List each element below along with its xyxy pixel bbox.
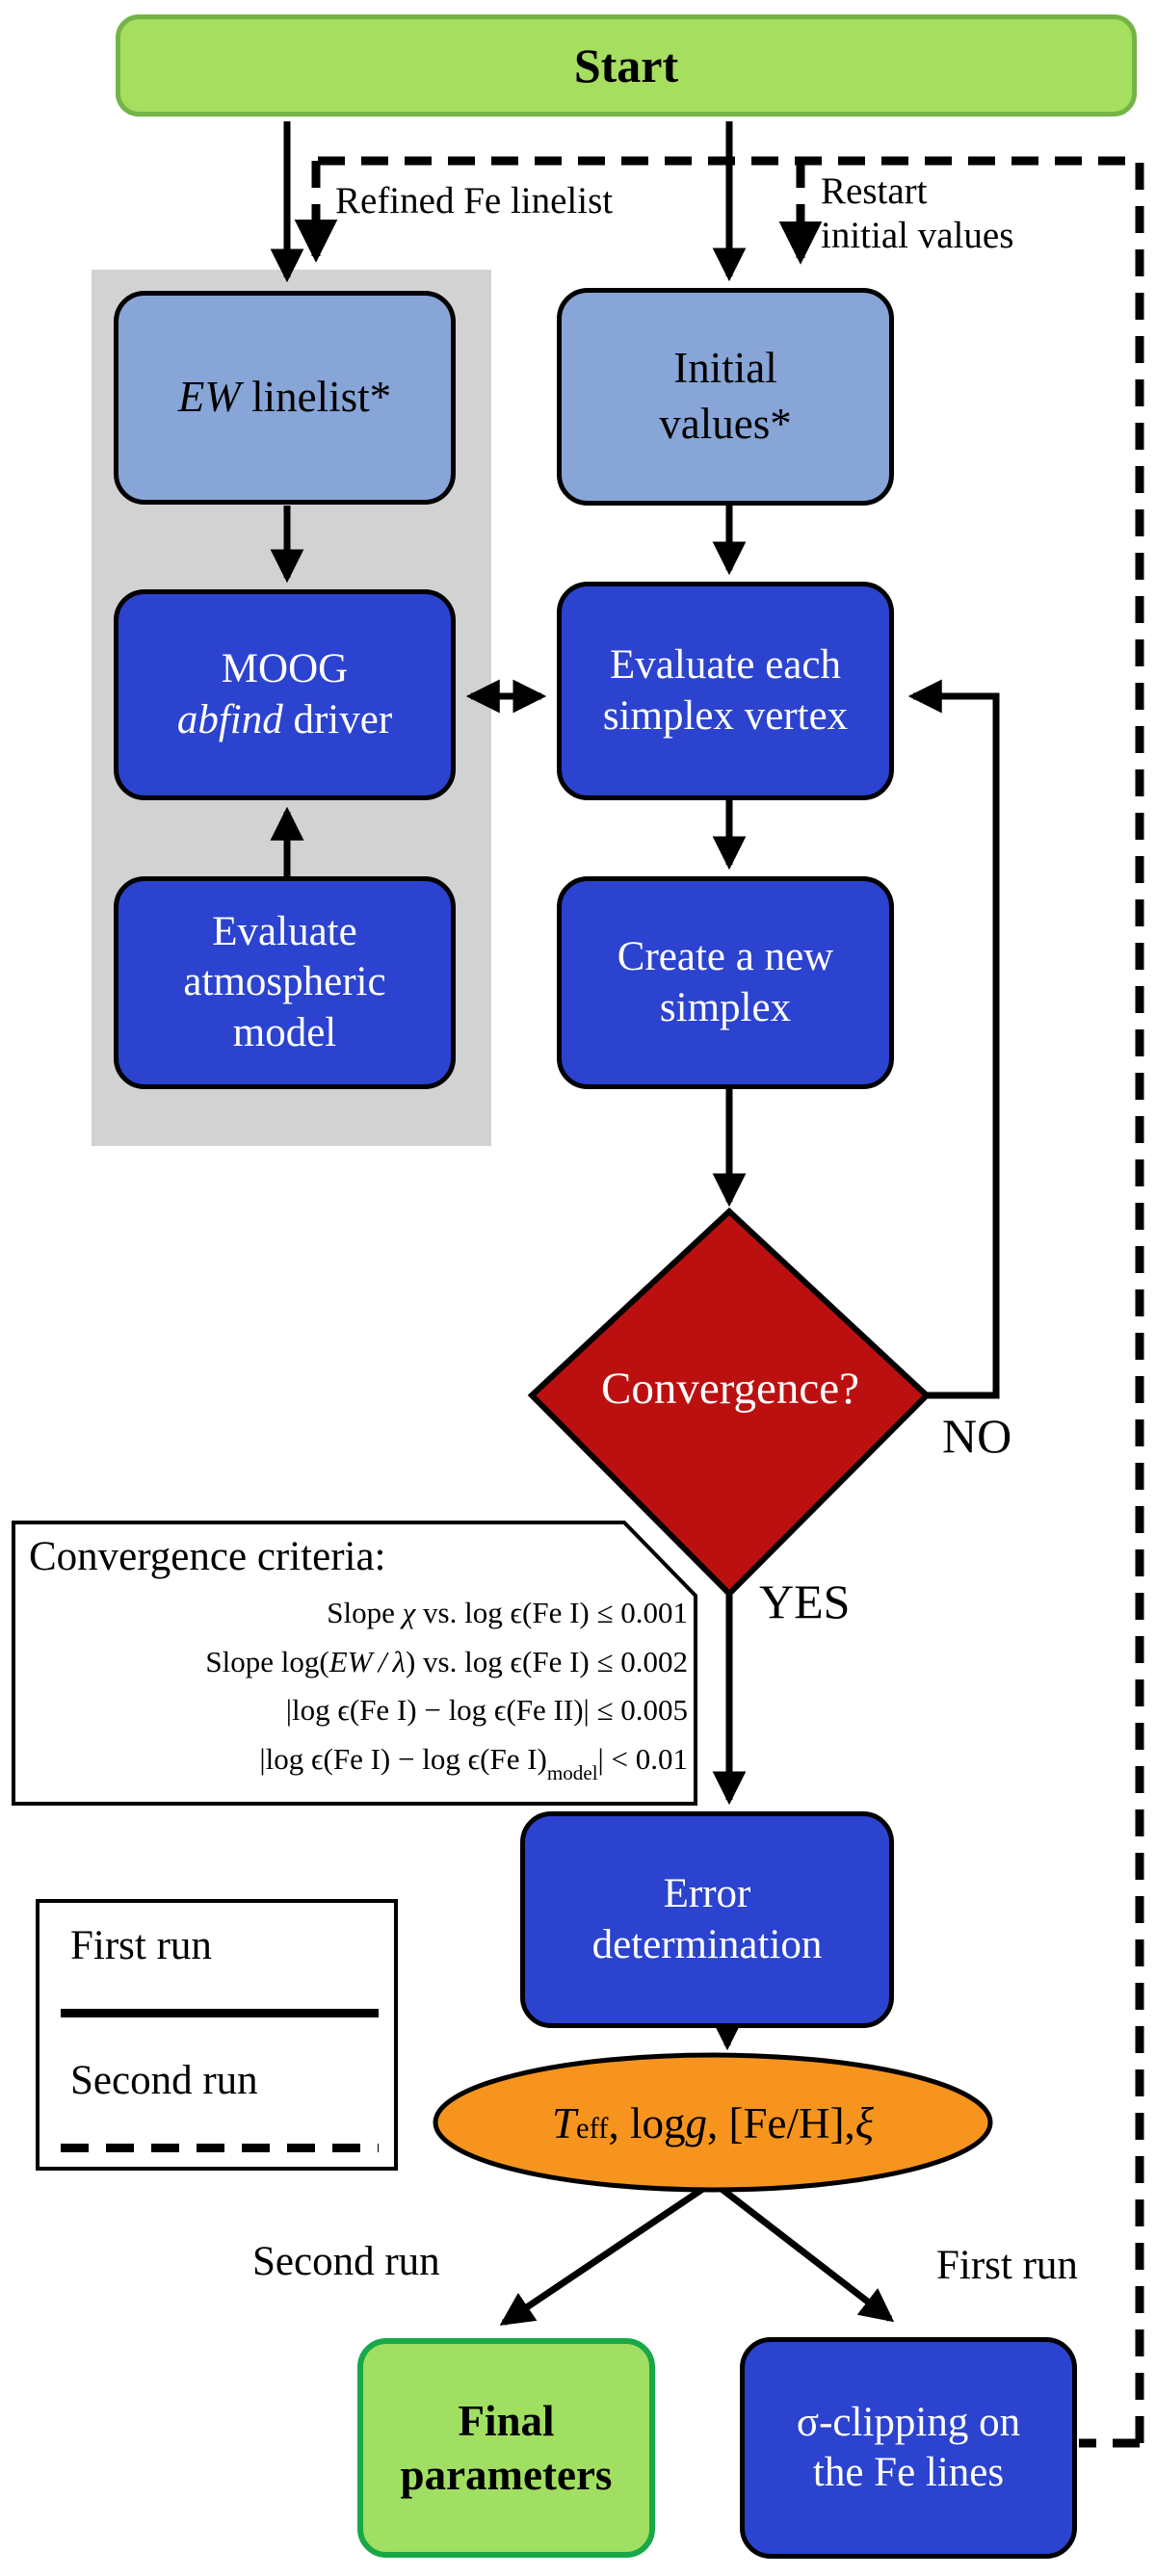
criteria-line-3: |log ϵ(Fe I) − log ϵ(Fe II)| ≤ 0.005 xyxy=(285,1693,688,1728)
restart-line1: Restart xyxy=(821,170,928,212)
create-simplex-node: Create a new simplex xyxy=(557,876,894,1089)
arrow-results-to-final xyxy=(499,2179,715,2326)
crit1-chi: χ xyxy=(402,1596,416,1629)
yes-label: YES xyxy=(759,1574,851,1628)
first-run-branch-label: First run xyxy=(936,2243,1078,2288)
evaluate-atmo-line1: Evaluate xyxy=(212,908,357,954)
evaluate-vertex-node: Evaluate each simplex vertex xyxy=(557,582,894,800)
moog-abfind-italic: abfind xyxy=(176,696,283,742)
restart-values-label: Restart initial values xyxy=(821,169,1071,258)
crit2-pre: Slope log( xyxy=(205,1644,329,1678)
refined-linelist-label: Refined Fe linelist xyxy=(335,180,614,221)
teff-subscript: eff xyxy=(576,2111,609,2145)
ew-linelist-node: EW linelist* xyxy=(114,291,456,505)
line-style-legend: First run Second run xyxy=(36,1899,398,2171)
initial-values-line1: Initial xyxy=(673,344,777,393)
error-line2: determination xyxy=(591,1921,823,1967)
error-line1: Error xyxy=(663,1871,751,1917)
crit4-model-subscript: model xyxy=(546,1760,598,1784)
criteria-title: Convergence criteria: xyxy=(29,1534,386,1579)
xi-symbol: ξ xyxy=(854,2098,874,2147)
final-line2: parameters xyxy=(400,2451,613,2499)
results-log: , log xyxy=(608,2098,686,2147)
evaluate-atmo-line2: atmospheric xyxy=(183,959,386,1005)
convergence-label: Convergence? xyxy=(601,1364,859,1414)
crit1-post: vs. log ϵ(Fe I) ≤ 0.001 xyxy=(415,1596,688,1629)
legend-solid-line-sample xyxy=(61,2009,379,2017)
sigma-line1: σ-clipping on xyxy=(796,2399,1021,2445)
moog-line1: MOOG xyxy=(221,646,349,692)
teff-symbol: T xyxy=(552,2098,577,2147)
crit2-ewlambda: EW / λ xyxy=(328,1644,406,1678)
moog-line2: abfind driver xyxy=(177,695,392,745)
criteria-line-4: |log ϵ(Fe I) − log ϵ(Fe I)model| < 0.01 xyxy=(19,1735,688,1786)
legend-dashed-line-sample xyxy=(61,2144,379,2152)
error-determination-node: Error determination xyxy=(520,1811,894,2028)
start-node: Start xyxy=(116,14,1137,117)
second-run-branch-label: Second run xyxy=(252,2239,440,2284)
initial-values-line2: values* xyxy=(659,400,792,448)
logg-symbol: g xyxy=(685,2098,707,2147)
restart-line2: initial values xyxy=(821,215,1014,257)
final-parameters-node: Final parameters xyxy=(357,2338,655,2558)
create-simplex-line2: simplex xyxy=(659,984,792,1030)
crit4-pre: |log ϵ(Fe I) − log ϵ(Fe I) xyxy=(259,1741,547,1776)
crit2-post: ) vs. log ϵ(Fe I) ≤ 0.002 xyxy=(405,1644,688,1678)
legend-second-run-label: Second run xyxy=(70,2058,258,2103)
ew-linelist-label: EW linelist* xyxy=(178,370,391,426)
create-simplex-line1: Create a new xyxy=(617,934,834,980)
ew-rest: linelist* xyxy=(240,373,392,422)
moog-driver-rest: driver xyxy=(282,696,393,742)
no-label: NO xyxy=(942,1409,1012,1463)
final-line1: Final xyxy=(458,2396,555,2445)
evaluate-atmospheric-node: Evaluate atmospheric model xyxy=(114,876,456,1089)
legend-first-run-label: First run xyxy=(70,1923,212,1968)
start-label: Start xyxy=(573,39,679,92)
criteria-line-2: Slope log(EW / λ) vs. log ϵ(Fe I) ≤ 0.00… xyxy=(19,1638,688,1687)
crit4-post: | < 0.01 xyxy=(597,1741,688,1776)
evaluate-vertex-line2: simplex vertex xyxy=(602,692,849,739)
criteria-lines: Slope χ vs. log ϵ(Fe I) ≤ 0.001 Slope lo… xyxy=(19,1589,688,1785)
crit1-pre: Slope xyxy=(327,1596,403,1629)
evaluate-atmo-line3: model xyxy=(232,1009,337,1055)
criteria-line-1: Slope χ vs. log ϵ(Fe I) ≤ 0.001 xyxy=(19,1589,688,1638)
no-loop-line xyxy=(907,679,1000,1399)
ew-italic: EW xyxy=(177,373,241,422)
sigma-line2: the Fe lines xyxy=(812,2450,1005,2495)
arrow-results-to-sigma xyxy=(710,2179,895,2323)
evaluate-vertex-line1: Evaluate each xyxy=(610,642,841,689)
moog-abfind-node: MOOG abfind driver xyxy=(114,589,456,800)
sigma-clipping-node: σ-clipping on the Fe lines xyxy=(740,2337,1077,2559)
initial-values-node: Initial values* xyxy=(557,288,894,506)
feh-text: , [Fe/H], xyxy=(706,2098,855,2147)
